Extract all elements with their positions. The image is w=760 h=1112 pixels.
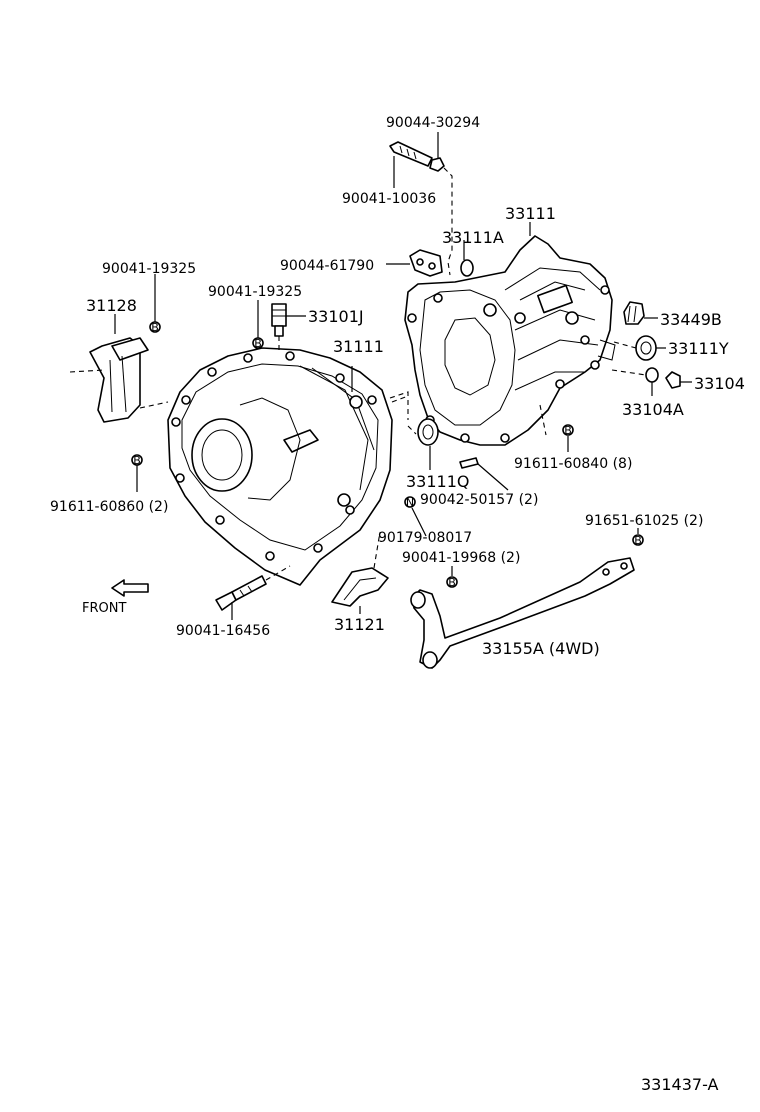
stiffener-33155A bbox=[410, 557, 635, 669]
label-91651-61025: 91651-61025 (2) bbox=[585, 513, 703, 529]
svg-text:B: B bbox=[133, 454, 141, 467]
stud-90041-16456 bbox=[215, 575, 267, 611]
plug-33111A bbox=[460, 259, 474, 277]
front-arrow-icon bbox=[111, 579, 149, 597]
bolt-marker-b: B bbox=[632, 534, 644, 547]
cover-33449B bbox=[623, 301, 645, 325]
svg-text:B: B bbox=[254, 337, 262, 350]
transmission-case-33111 bbox=[404, 235, 616, 446]
label-33101J: 33101J bbox=[308, 307, 364, 326]
pin-90042-50157 bbox=[459, 457, 479, 469]
label-90044-30294: 90044-30294 bbox=[386, 115, 480, 131]
bracket-31128 bbox=[89, 337, 149, 423]
label-33104: 33104 bbox=[694, 374, 745, 393]
bracket-90044-61790 bbox=[409, 249, 443, 277]
svg-text:B: B bbox=[448, 576, 456, 589]
nut-marker-n: N bbox=[404, 496, 416, 509]
label-33104A: 33104A bbox=[622, 400, 684, 419]
bolt-90041-10036 bbox=[389, 141, 433, 167]
label-90041-16456: 90041-16456 bbox=[176, 623, 270, 639]
bolt-marker-b: B bbox=[562, 424, 574, 437]
seal-33111Q bbox=[417, 418, 439, 446]
label-90041-19968: 90041-19968 (2) bbox=[402, 550, 520, 566]
label-33111: 33111 bbox=[505, 204, 556, 223]
seal-33111Y bbox=[635, 335, 657, 361]
figure-code: 331437-A bbox=[641, 1075, 719, 1094]
label-31111: 31111 bbox=[333, 337, 384, 356]
bolt-marker-b: B bbox=[446, 576, 458, 589]
label-33155A: 33155A (4WD) bbox=[482, 639, 600, 658]
label-33111A: 33111A bbox=[442, 228, 504, 247]
plug-33104 bbox=[665, 371, 681, 389]
bolt-marker-b: B bbox=[149, 321, 161, 334]
label-91611-60860: 91611-60860 (2) bbox=[50, 499, 168, 515]
svg-text:B: B bbox=[564, 424, 572, 437]
label-33449B: 33449B bbox=[660, 310, 722, 329]
label-90042-50157: 90042-50157 (2) bbox=[420, 492, 538, 508]
label-front: FRONT bbox=[82, 601, 126, 616]
sensor-33101J bbox=[271, 303, 287, 337]
label-90179-08017: 90179-08017 bbox=[378, 530, 472, 546]
label-90044-61790: 90044-61790 bbox=[280, 258, 374, 274]
svg-text:B: B bbox=[634, 534, 642, 547]
bracket-31121 bbox=[331, 567, 389, 607]
label-90041-10036: 90041-10036 bbox=[342, 191, 436, 207]
svg-text:B: B bbox=[151, 321, 159, 334]
bolt-marker-b: B bbox=[252, 337, 264, 350]
label-31121: 31121 bbox=[334, 615, 385, 634]
label-90041-19325-a: 90041-19325 bbox=[102, 261, 196, 277]
gasket-33104A bbox=[645, 367, 659, 383]
label-90041-19325-b: 90041-19325 bbox=[208, 284, 302, 300]
clutch-housing-31111 bbox=[167, 347, 393, 586]
label-91611-60840: 91611-60840 (8) bbox=[514, 456, 632, 472]
label-33111Q: 33111Q bbox=[406, 472, 470, 491]
bolt-marker-b: B bbox=[131, 454, 143, 467]
nut-90044-30294 bbox=[429, 157, 445, 172]
label-33111Y: 33111Y bbox=[668, 339, 729, 358]
label-31128: 31128 bbox=[86, 296, 137, 315]
svg-text:N: N bbox=[406, 496, 414, 509]
